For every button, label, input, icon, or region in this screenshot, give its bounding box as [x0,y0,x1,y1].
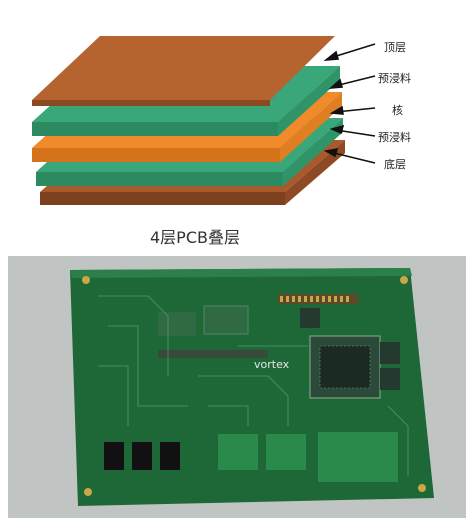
diagram-caption: 4层PCB叠层 [150,228,240,247]
pointer-arrows [323,43,376,164]
label-bottom-layer: 底层 [384,158,406,171]
layer-top-copper [32,36,335,106]
label-prepreg-lower: 预浸料 [378,131,411,144]
label-core: 核 [392,104,403,117]
pcb-layer-stack-diagram [32,36,376,205]
board-silkscreen-text: vortex [254,358,290,371]
label-prepreg-upper: 预浸料 [378,72,411,85]
pcb-board-photo: vortex [8,256,466,518]
label-top-layer: 顶层 [384,41,406,54]
